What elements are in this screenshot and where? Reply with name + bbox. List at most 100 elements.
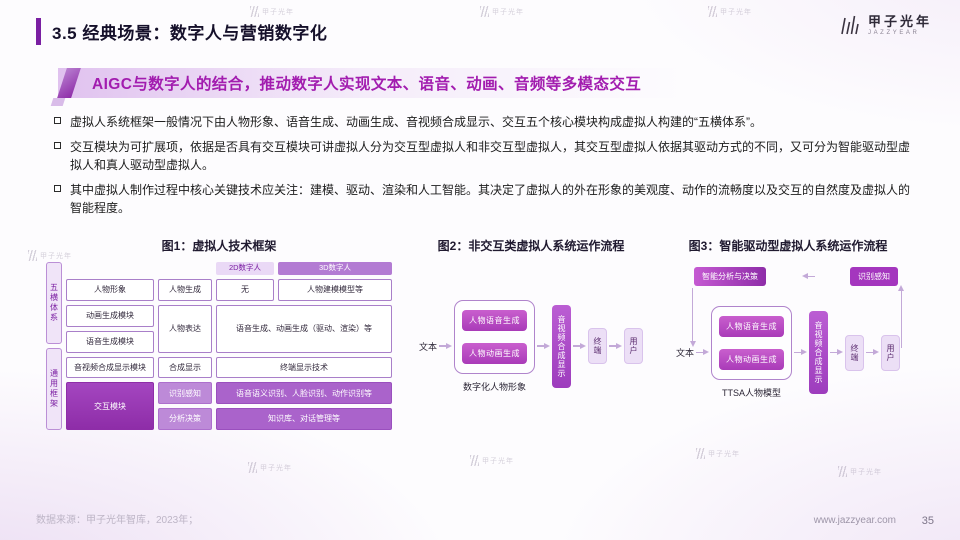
fig2-avatar-column: 人物语音生成 人物动画生成 数字化人物形象 [454, 299, 535, 393]
bullet-text: 交互模块为可扩展项，依据是否具有交互模块可讲虚拟人分为交互型虚拟人和非交互型虚拟… [70, 140, 911, 172]
bullet-square-icon [54, 185, 61, 192]
fig1-header-2d: 2D数字人 [216, 262, 274, 275]
brand-name: 甲子光年 [867, 14, 932, 30]
fig1-grid: 2D数字人 3D数字人 人物形象 动画生成模块 语音生成模块 音视频合成显示模块… [66, 262, 392, 430]
bullet-text: 其中虚拟人制作过程中核心关键技术应关注：建模、驱动、渲染和人工智能。其决定了虚拟… [70, 183, 911, 215]
bullet-square-icon [54, 117, 61, 124]
fig1-right-modeling: 人物建模模型等 [278, 279, 392, 301]
fig2-voice-gen-box: 人物语音生成 [462, 309, 527, 331]
arrow-right-icon [866, 349, 879, 356]
fig1-header-3d: 3D数字人 [278, 262, 392, 275]
fig1-side-bar: 五横体系 通用框架 [46, 262, 62, 430]
brand-watermark: 甲子光年 [28, 250, 72, 261]
fig3-connector-down [688, 288, 698, 347]
page-number: 35 [921, 515, 934, 527]
fig3-recognition-box: 识别感知 [850, 267, 898, 286]
fig3-synthesis-box: 音视频合成显示 [809, 311, 828, 394]
brand-watermark-icon [838, 466, 847, 477]
page-title: 3.5 经典场景：数字人与营销数字化 [52, 24, 328, 43]
figure3: 图3：智能驱动型虚拟人系统运作流程 智能分析与决策 识别感知 文本 人物语音生成… [664, 237, 912, 430]
data-source-note: 数据来源：甲子光年智库，2023年； [36, 515, 199, 526]
fig1-left-synthesis: 音视频合成显示模块 [66, 356, 154, 379]
bullet-text: 虚拟人系统框架一般情况下由人物形象、语音生成、动画生成、音视频合成显示、交互五个… [70, 115, 762, 129]
fig2-avatar-group: 人物语音生成 人物动画生成 [454, 299, 535, 374]
subtitle-banner: AIGC与数字人的结合，推动数字人实现文本、语音、动画、音频等多模态交互 [50, 68, 864, 106]
fig3-voice-gen-box: 人物语音生成 [719, 316, 784, 337]
figure3-diagram: 智能分析与决策 识别感知 文本 人物语音生成 人物动画生成 TTSA人物模型 音… [664, 262, 912, 430]
fig1-mid-display: 合成显示 [158, 356, 212, 379]
arrow-right-icon [439, 342, 452, 350]
brand-watermark-icon [708, 6, 717, 17]
fig3-main-flow: 文本 人物语音生成 人物动画生成 TTSA人物模型 音视频合成显示 终端 用户 [664, 306, 912, 399]
fig2-user-box: 用户 [624, 328, 643, 364]
fig2-caption: 数字化人物形象 [462, 381, 526, 392]
fig3-decision-box: 智能分析与决策 [694, 267, 766, 286]
header: 3.5 经典场景：数字人与营销数字化 [36, 18, 327, 45]
figure1-title: 图1：虚拟人技术框架 [161, 239, 277, 253]
brand-watermark: 甲子光年 [470, 455, 514, 466]
arrow-right-icon [830, 349, 843, 356]
brand-logo-text: 甲子光年 JAZZYEAR [868, 14, 932, 38]
fig3-anim-gen-box: 人物动画生成 [719, 349, 784, 370]
brand-watermark-icon [480, 6, 489, 17]
bullet-item: 虚拟人系统框架一般情况下由人物形象、语音生成、动画生成、音视频合成显示、交互五个… [54, 113, 912, 131]
brand-watermark-text: 甲子光年 [262, 8, 294, 16]
brand-watermark: 甲子光年 [696, 448, 740, 459]
brand-watermark-text: 甲子光年 [482, 457, 514, 465]
fig3-caption: TTSA人物模型 [721, 388, 781, 398]
brand-watermark-text: 甲子光年 [720, 8, 752, 16]
fig1-right-recognition: 语音语义识别、人脸识别、动作识别等 [216, 382, 392, 405]
subtitle-accent-shape-small [50, 98, 66, 106]
fig1-mid-generation: 人物生成 [158, 279, 212, 301]
figure2-diagram: 文本 人物语音生成 人物动画生成 数字化人物形象 音视频合成显示 终端 用户 [408, 262, 654, 430]
brand-watermark-text: 甲子光年 [40, 252, 72, 260]
brand-name-en: JAZZYEAR [867, 30, 920, 37]
brand-watermark-text: 甲子光年 [708, 450, 740, 458]
fig2-anim-gen-box: 人物动画生成 [462, 342, 527, 364]
fig2-input-label: 文本 [418, 341, 437, 352]
brand-logo-icon [841, 15, 859, 35]
bullet-list: 虚拟人系统框架一般情况下由人物形象、语音生成、动画生成、音视频合成显示、交互五个… [54, 113, 912, 217]
fig3-avatar-column: 人物语音生成 人物动画生成 TTSA人物模型 [711, 306, 792, 399]
brand-watermark-text: 甲子光年 [850, 468, 882, 476]
fig1-left-interaction: 交互模块 [66, 382, 154, 430]
fig1-mid-recognition: 识别感知 [158, 382, 212, 405]
fig3-feedback-row: 智能分析与决策 识别感知 [694, 267, 898, 286]
brand-logo: 甲子光年 JAZZYEAR [836, 13, 932, 39]
subtitle-text: AIGC与数字人的结合，推动数字人实现文本、语音、动画、音频等多模态交互 [92, 76, 642, 93]
figure2-title: 图2：非交互类虚拟人系统运作流程 [437, 239, 625, 253]
fig3-terminal-box: 终端 [845, 334, 864, 371]
brand-watermark-text: 甲子光年 [260, 464, 292, 472]
fig1-mid-expression: 人物表达 [158, 304, 212, 353]
bullet-item: 交互模块为可扩展项，依据是否具有交互模块可讲虚拟人分为交互型虚拟人和非交互型虚拟… [54, 138, 912, 174]
arrow-left-icon [801, 273, 815, 280]
brand-watermark: 甲子光年 [480, 6, 524, 17]
fig3-connector-up [897, 285, 906, 348]
fig3-input-label: 文本 [675, 348, 694, 358]
fig2-synthesis-box: 音视频合成显示 [552, 304, 571, 388]
fig2-terminal-box: 终端 [588, 328, 607, 364]
arrow-right-icon [609, 342, 622, 350]
fig3-avatar-group: 人物语音生成 人物动画生成 [711, 306, 792, 380]
brand-watermark: 甲子光年 [248, 462, 292, 473]
fig1-left-voice: 语音生成模块 [66, 330, 154, 353]
brand-watermark: 甲子光年 [838, 466, 882, 477]
fig1-left-appearance: 人物形象 [66, 279, 154, 301]
fig1-mid-decision: 分析决策 [158, 408, 212, 430]
brand-watermark-icon [470, 455, 479, 466]
brand-watermark: 甲子光年 [250, 6, 294, 17]
brand-watermark-icon [696, 448, 705, 459]
figure2: 图2：非交互类虚拟人系统运作流程 文本 人物语音生成 人物动画生成 数字化人物形… [408, 237, 654, 430]
arrow-right-icon [696, 349, 709, 356]
fig1-left-animation: 动画生成模块 [66, 304, 154, 327]
arrow-right-icon [794, 349, 807, 356]
fig1-side-label-top: 五横体系 [46, 262, 62, 344]
fig1-side-label-bottom: 通用框架 [46, 348, 62, 430]
figure1-diagram: 五横体系 通用框架 2D数字人 3D数字人 人物形象 动画生成模块 语音生成模块… [46, 262, 392, 430]
bullet-item: 其中虚拟人制作过程中核心关键技术应关注：建模、驱动、渲染和人工智能。其决定了虚拟… [54, 181, 912, 217]
figure1: 图1：虚拟人技术框架 五横体系 通用框架 2D数字人 3D数字人 人物形象 动画… [46, 237, 392, 430]
fig1-right-knowledge: 知识库、对话管理等 [216, 408, 392, 430]
title-accent-bar [36, 18, 41, 45]
brand-watermark-icon [28, 250, 37, 261]
